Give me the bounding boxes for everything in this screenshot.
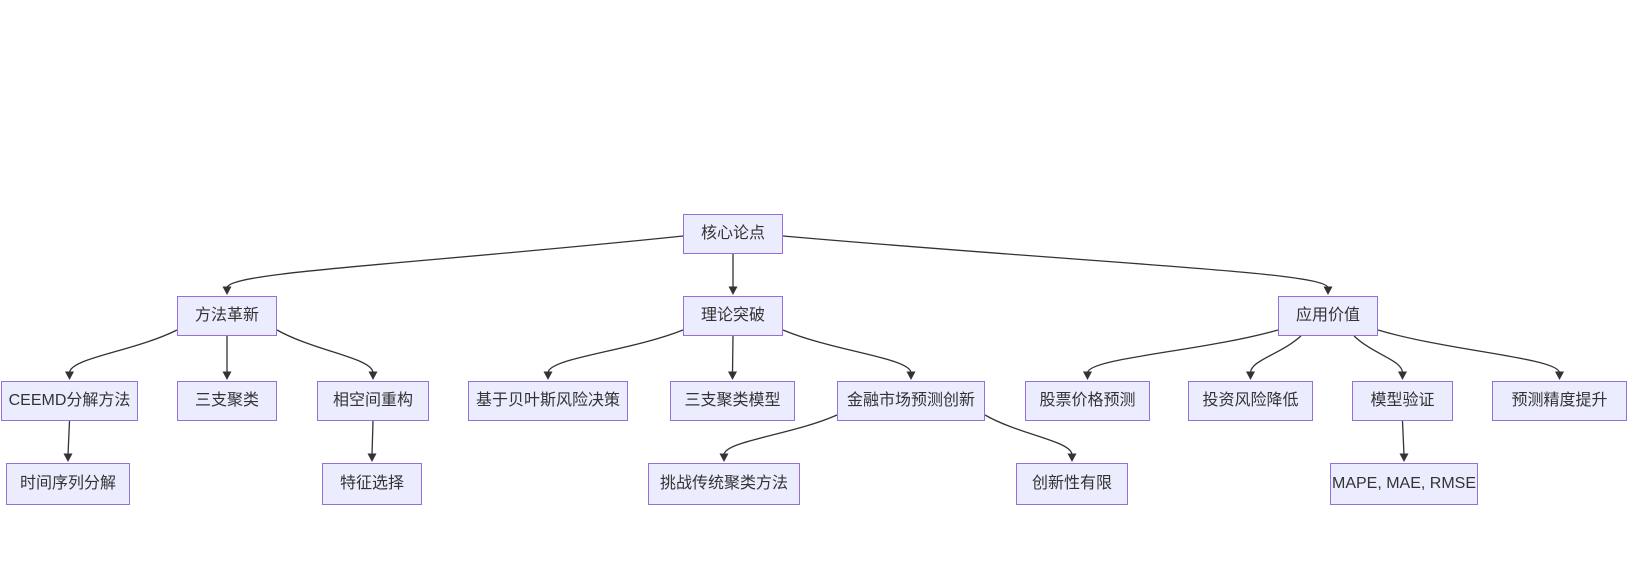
node-financial-market-prediction-innovation: 金融市场预测创新 [837, 381, 985, 421]
node-time-series-decomposition: 时间序列分解 [6, 463, 130, 505]
node-label: 预测精度提升 [1511, 392, 1608, 409]
node-label: 挑战传统聚类方法 [659, 475, 788, 492]
node-investment-risk-reduction: 投资风险降低 [1188, 381, 1313, 421]
node-label: 投资风险降低 [1202, 392, 1299, 409]
node-three-way-clustering: 三支聚类 [177, 381, 277, 421]
node-label: 模型验证 [1370, 392, 1435, 409]
node-theory-breakthrough: 理论突破 [683, 296, 783, 336]
node-bayesian-risk-decision: 基于贝叶斯风险决策 [468, 381, 628, 421]
node-method-innovation: 方法革新 [177, 296, 277, 336]
node-label: 方法革新 [194, 307, 259, 324]
node-application-value: 应用价值 [1278, 296, 1378, 336]
node-label: 三支聚类 [194, 392, 259, 409]
node-label: 金融市场预测创新 [846, 392, 975, 409]
node-challenge-traditional-clustering: 挑战传统聚类方法 [648, 463, 800, 505]
node-mape-mae-rmse: MAPE, MAE, RMSE [1330, 463, 1478, 505]
node-label: 三支聚类模型 [684, 392, 781, 409]
node-stock-price-prediction: 股票价格预测 [1025, 381, 1150, 421]
node-feature-selection: 特征选择 [322, 463, 422, 505]
node-label: CEEMD分解方法 [8, 392, 131, 409]
node-model-validation: 模型验证 [1352, 381, 1453, 421]
node-ceemd-decomposition: CEEMD分解方法 [1, 381, 138, 421]
node-label: 特征选择 [339, 475, 404, 492]
node-label: 核心论点 [700, 225, 765, 242]
node-three-way-clustering-model: 三支聚类模型 [670, 381, 795, 421]
node-label: 时间序列分解 [19, 475, 116, 492]
node-label: 应用价值 [1295, 307, 1360, 324]
node-label: 相空间重构 [332, 392, 413, 409]
node-core-thesis: 核心论点 [683, 214, 783, 254]
node-limited-innovation: 创新性有限 [1016, 463, 1128, 505]
node-prediction-accuracy-improvement: 预测精度提升 [1492, 381, 1627, 421]
node-label: 创新性有限 [1031, 475, 1112, 492]
node-phase-space-reconstruction: 相空间重构 [317, 381, 429, 421]
node-label: 股票价格预测 [1039, 392, 1136, 409]
node-label: 理论突破 [700, 307, 765, 324]
node-label: 基于贝叶斯风险决策 [475, 392, 620, 409]
node-label: MAPE, MAE, RMSE [1331, 475, 1477, 492]
